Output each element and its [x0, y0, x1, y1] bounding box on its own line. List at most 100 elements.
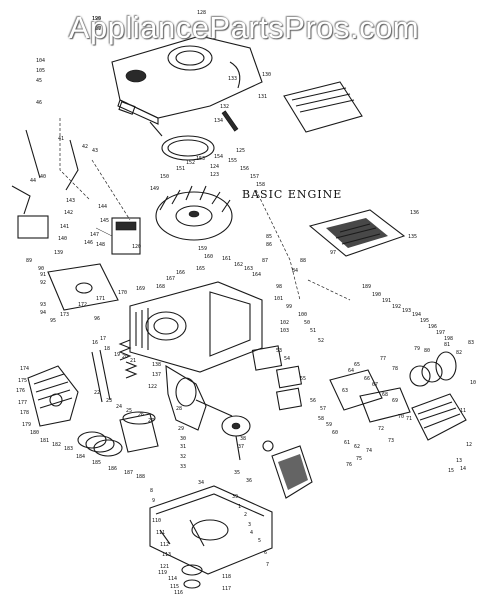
cylinder-shroud	[47, 263, 119, 311]
starter-parts	[118, 101, 239, 161]
governor-linkage	[11, 129, 79, 239]
callout-number: 53	[276, 348, 282, 354]
callout-number: 130	[262, 72, 271, 78]
callout-number: 30	[180, 436, 186, 442]
callout-number: 54	[284, 356, 290, 362]
callout-number: 36	[246, 478, 252, 484]
callout-number: 38	[240, 436, 246, 442]
callout-number: 46	[36, 100, 42, 106]
callout-number: 59	[326, 422, 332, 428]
callout-number: 40	[40, 174, 46, 180]
assembly-guide-4	[307, 279, 351, 301]
callout-number: 19	[114, 352, 120, 358]
camshaft	[221, 415, 251, 461]
callout-number: 25	[126, 408, 132, 414]
callout-number: 105	[36, 68, 45, 74]
assembly-guide-1	[59, 118, 91, 201]
callout-number: 116	[174, 590, 183, 596]
callout-number: 14	[460, 466, 466, 472]
callout-number: 37	[238, 444, 244, 450]
callout-number: 65	[354, 362, 360, 368]
callout-number: 160	[204, 254, 213, 260]
callout-number: 50	[304, 320, 310, 326]
callout-number: 132	[220, 104, 229, 110]
callout-number: 176	[16, 388, 25, 394]
callout-number: 123	[210, 172, 219, 178]
callout-number: 91	[40, 272, 46, 278]
callout-number: 61	[344, 440, 350, 446]
callout-number: 28	[176, 406, 182, 412]
callout-number: 190	[372, 292, 381, 298]
carburetor	[329, 351, 457, 423]
callout-number: 155	[228, 158, 237, 164]
callout-number: 35	[234, 470, 240, 476]
callout-number: 184	[76, 454, 85, 460]
callout-number: 181	[40, 438, 49, 444]
callout-number: 174	[20, 366, 29, 372]
callout-number: 198	[444, 336, 453, 342]
callout-number: 134	[214, 118, 223, 124]
diagram-title: BASIC ENGINE	[242, 188, 343, 201]
callout-number: 166	[176, 270, 185, 276]
valve-train	[91, 339, 138, 403]
callout-number: 88	[300, 258, 306, 264]
callout-number: 200	[92, 26, 101, 32]
callout-number: 39	[232, 494, 238, 500]
callout-number: 82	[456, 350, 462, 356]
manual-sheet	[283, 81, 363, 133]
callout-number: 187	[124, 470, 133, 476]
callout-number: 66	[364, 376, 370, 382]
callout-number: 68	[382, 392, 388, 398]
callout-number: 122	[148, 384, 157, 390]
callout-number: 32	[180, 454, 186, 460]
callout-number: 5	[258, 538, 261, 544]
callout-number: 2	[244, 512, 247, 518]
fuel-tank	[262, 440, 313, 499]
callout-number: 156	[240, 166, 249, 172]
callout-number: 158	[256, 182, 265, 188]
callout-number: 170	[118, 290, 127, 296]
callout-number: 128	[197, 10, 206, 16]
callout-number: 178	[20, 410, 29, 416]
callout-number: 55	[300, 376, 306, 382]
callout-number: 67	[372, 382, 378, 388]
callout-number: 77	[380, 356, 386, 362]
callout-number: 63	[342, 388, 348, 394]
callout-number: 16	[92, 340, 98, 346]
callout-number: 90	[38, 266, 44, 272]
callout-number: 86	[266, 242, 272, 248]
callout-number: 89	[26, 258, 32, 264]
callout-number: 69	[392, 398, 398, 404]
callout-number: 84	[292, 268, 298, 274]
callout-number: 21	[130, 358, 136, 364]
callout-number: 24	[116, 404, 122, 410]
callout-number: 183	[64, 446, 73, 452]
callout-number: 8	[150, 488, 153, 494]
callout-number: 104	[36, 58, 45, 64]
callout-number: 143	[66, 198, 75, 204]
callout-number: 72	[378, 426, 384, 432]
callout-number: 144	[98, 204, 107, 210]
callout-number: 85	[266, 234, 272, 240]
crankcase-sump	[149, 485, 273, 589]
callout-number: 118	[222, 574, 231, 580]
callout-number: 137	[152, 372, 161, 378]
callout-number: 42	[82, 144, 88, 150]
callout-number: 51	[310, 328, 316, 334]
callout-number: 117	[222, 586, 231, 592]
callout-number: 99	[286, 304, 292, 310]
callout-number: 127	[92, 26, 101, 32]
callout-number: 125	[236, 148, 245, 154]
callout-number: 80	[424, 348, 430, 354]
callout-number: 177	[18, 400, 27, 406]
callout-number: 6	[264, 550, 267, 556]
callout-number: 9	[152, 498, 155, 504]
callout-number: 73	[388, 438, 394, 444]
callout-number: 98	[276, 284, 282, 290]
callout-number: 11	[460, 408, 466, 414]
callout-number: 133	[228, 76, 237, 82]
callout-number: 121	[160, 564, 169, 570]
callout-number: 185	[92, 460, 101, 466]
callout-number: 18	[104, 346, 110, 352]
